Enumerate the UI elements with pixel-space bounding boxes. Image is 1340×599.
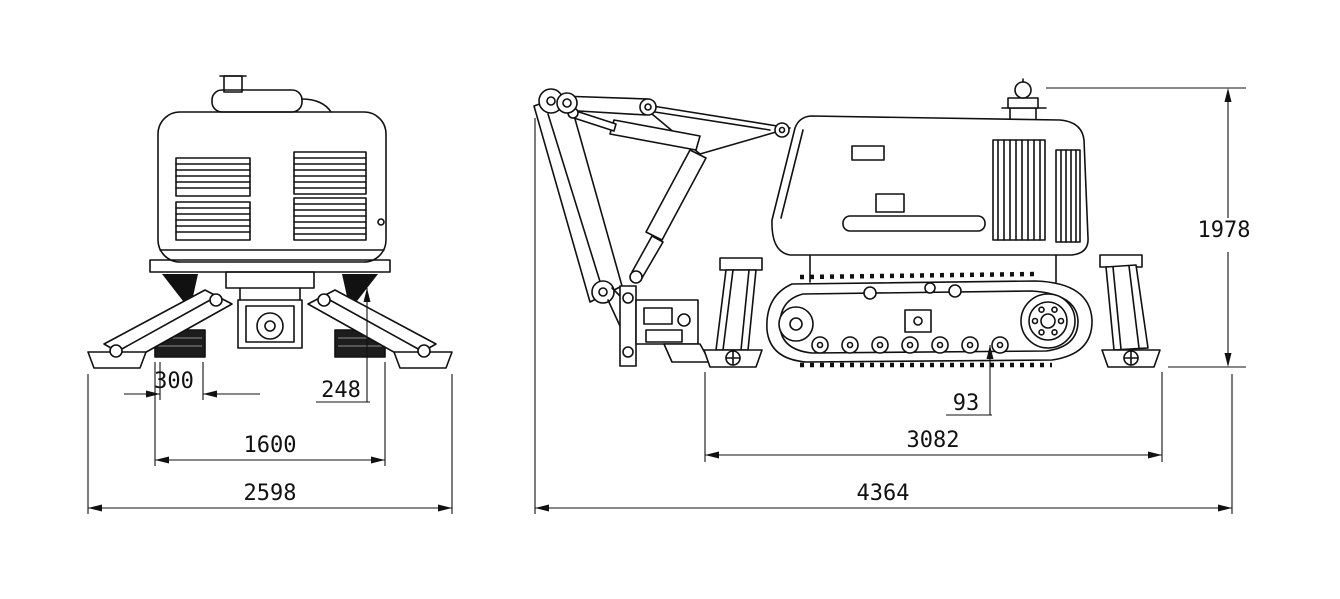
dimension-4364: 4364 <box>534 118 1233 514</box>
front-dimensions: 300 248 1600 2598 <box>87 288 453 514</box>
dim-label-1600: 1600 <box>244 433 297 458</box>
dim-label-93: 93 <box>953 391 980 416</box>
dim-label-1978: 1978 <box>1198 218 1251 243</box>
outrigger-rear <box>1099 254 1161 368</box>
vent-grille-front-right-bottom <box>293 197 367 241</box>
dim-label-300: 300 <box>154 369 194 394</box>
vent-grille-front-right-top <box>293 151 367 195</box>
vent-grille-front-left-top <box>175 157 251 197</box>
undercarriage-base <box>149 259 391 349</box>
dimension-1978: 1978 <box>1046 87 1251 368</box>
dimension-1600: 1600 <box>154 362 386 466</box>
outrigger-front <box>703 257 763 368</box>
outrigger-right <box>307 289 453 369</box>
dimension-93: 93 <box>946 345 994 416</box>
side-machine <box>533 78 1161 368</box>
dim-label-248: 248 <box>321 378 361 403</box>
dim-label-2598: 2598 <box>244 481 297 506</box>
dim-label-3082: 3082 <box>907 428 960 453</box>
exhaust-assembly <box>211 75 332 113</box>
vent-grille-side-main <box>992 139 1046 241</box>
front-view: 300 248 1600 2598 <box>87 75 453 514</box>
upper-body <box>771 115 1089 256</box>
tool-attachment <box>607 285 711 367</box>
dim-label-4364: 4364 <box>857 481 910 506</box>
side-view: 93 3082 4364 1978 <box>533 78 1251 514</box>
dimension-300: 300 <box>124 362 260 400</box>
vent-grille-side-rear <box>1055 149 1081 243</box>
front-machine <box>87 75 453 369</box>
side-dimensions: 93 3082 4364 1978 <box>534 87 1251 514</box>
outrigger-left <box>87 289 233 369</box>
beacon <box>1001 78 1047 120</box>
vent-grille-front-left-bottom <box>175 201 251 241</box>
dimension-2598: 2598 <box>87 374 453 514</box>
engine-housing <box>157 111 387 263</box>
track-assembly <box>766 254 1093 368</box>
boom-arm <box>533 88 791 304</box>
dimension-248: 248 <box>316 288 371 403</box>
dimension-3082: 3082 <box>704 372 1163 462</box>
